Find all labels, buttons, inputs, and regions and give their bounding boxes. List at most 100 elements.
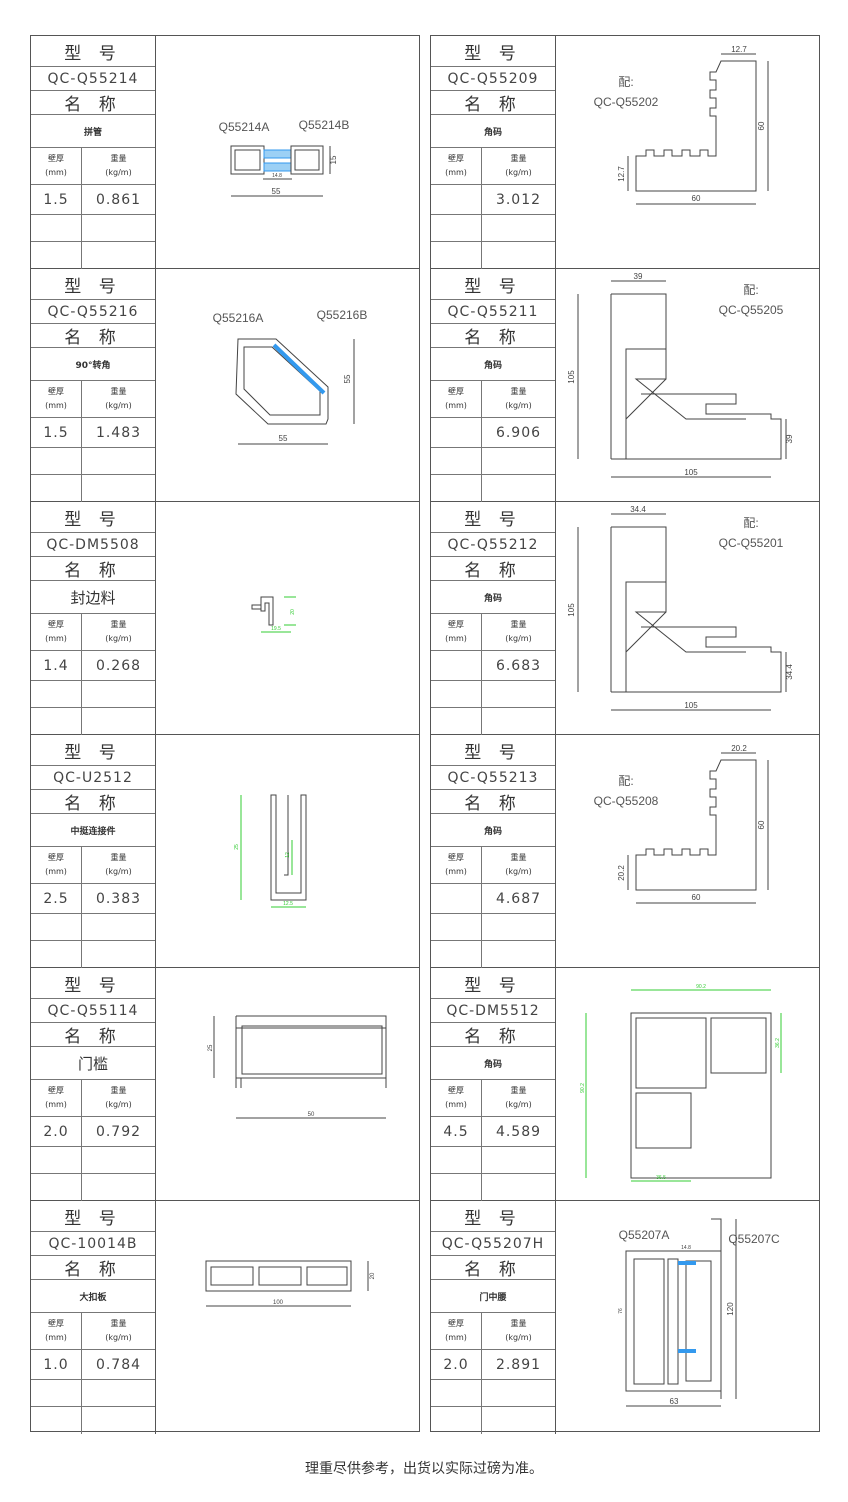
dimension-label: 90.2 <box>580 1083 586 1093</box>
weight-heading: 重量 <box>510 853 527 862</box>
weight-value: 0.784 <box>95 1356 142 1373</box>
weight-value: 0.792 <box>95 1123 142 1140</box>
spec-header: 壁厚(mm) 重量(kg/m) <box>31 614 155 651</box>
dimension-label: 12 <box>285 852 291 858</box>
model-heading: 型 号 <box>431 1201 555 1232</box>
product-cell: 型 号 QC-Q55216 名 称 90°转角 壁厚(mm) 重量(kg/m) … <box>31 269 419 502</box>
dimension-label: 105 <box>567 603 576 617</box>
empty-row <box>31 941 155 968</box>
footer-note: 理重尽供参考，出货以实际过磅为准。 <box>305 1461 543 1477</box>
empty-row <box>431 1147 555 1174</box>
spec-values: 2.0 0.792 <box>31 1117 155 1147</box>
empty-row <box>31 914 155 941</box>
product-name: 角码 <box>431 581 555 614</box>
product-name: 门中腰 <box>431 1280 555 1313</box>
spec-values: 1.4 0.268 <box>31 651 155 681</box>
dimension-label: 25 <box>234 844 240 850</box>
weight-unit: (kg/m) <box>505 867 532 876</box>
empty-row <box>431 914 555 941</box>
product-name: 拼管 <box>31 115 155 148</box>
weight-heading: 重量 <box>510 620 527 629</box>
model-code: QC-Q55207H <box>431 1232 555 1256</box>
model-code: QC-Q55213 <box>431 766 555 790</box>
thickness-value: 2.0 <box>431 1350 482 1379</box>
dimension-label: 12.7 <box>731 45 747 54</box>
empty-row <box>31 1174 155 1201</box>
dimension-label: 36.5 <box>656 1175 666 1181</box>
weight-unit: (kg/m) <box>505 1333 532 1342</box>
spec-values: 1.5 1.483 <box>31 418 155 448</box>
thickness-unit: (mm) <box>445 1100 467 1109</box>
product-cell: 型 号 QC-DM5508 名 称 封边料 壁厚(mm) 重量(kg/m) 1.… <box>31 502 419 735</box>
empty-row <box>31 1407 155 1434</box>
spec-table: 型 号 QC-Q55213 名 称 角码 壁厚(mm) 重量(kg/m) 4.6… <box>431 735 556 968</box>
spec-header: 壁厚(mm) 重量(kg/m) <box>431 381 555 418</box>
weight-unit: (kg/m) <box>105 401 132 410</box>
dimension-label: 50 <box>308 1112 315 1118</box>
part-tag: Q55214A <box>219 120 270 134</box>
spec-table: 型 号 QC-DM5512 名 称 角码 壁厚(mm) 重量(kg/m) 4.5… <box>431 968 556 1201</box>
model-heading: 型 号 <box>431 36 555 67</box>
model-heading: 型 号 <box>431 502 555 533</box>
model-heading: 型 号 <box>31 735 155 766</box>
spec-header: 壁厚(mm) 重量(kg/m) <box>431 614 555 651</box>
weight-heading: 重量 <box>110 387 127 396</box>
spec-values: 6.683 <box>431 651 555 681</box>
spec-header: 壁厚(mm) 重量(kg/m) <box>31 1313 155 1350</box>
empty-row <box>31 242 155 269</box>
dimension-label: 76 <box>618 1308 624 1314</box>
profile-drawing: 90.290.236.236.5 <box>580 984 782 1182</box>
name-heading: 名 称 <box>31 324 155 348</box>
product-name: 封边料 <box>31 581 155 614</box>
dimension-label: 14.8 <box>272 173 282 179</box>
thickness-value: 1.4 <box>31 651 82 680</box>
weight-unit: (kg/m) <box>505 401 532 410</box>
weight-heading: 重量 <box>110 1086 127 1095</box>
part-tag: Q55207C <box>728 1232 780 1246</box>
mate-label: 配: <box>743 283 758 297</box>
dimension-label: 100 <box>273 1300 284 1306</box>
thickness-heading: 壁厚 <box>448 853 464 862</box>
spec-values: 4.5 4.589 <box>431 1117 555 1147</box>
name-heading: 名 称 <box>31 91 155 115</box>
weight-unit: (kg/m) <box>105 1333 132 1342</box>
model-code: QC-Q55216 <box>31 300 155 324</box>
part-tag: Q55207A <box>619 1228 670 1242</box>
dimension-label: 15 <box>329 155 338 164</box>
weight-unit: (kg/m) <box>105 1100 132 1109</box>
weight-heading: 重量 <box>110 620 127 629</box>
thickness-heading: 壁厚 <box>448 1086 464 1095</box>
weight-value: 4.687 <box>495 890 542 907</box>
mate-label: QC-Q55202 <box>594 95 659 109</box>
mate-label: QC-Q55205 <box>719 303 784 317</box>
thickness-unit: (mm) <box>45 634 67 643</box>
dimension-label: 105 <box>684 468 698 477</box>
thickness-unit: (mm) <box>45 1333 67 1342</box>
dimension-label: 90.2 <box>696 984 706 990</box>
model-code: QC-Q55209 <box>431 67 555 91</box>
thickness-heading: 壁厚 <box>48 620 64 629</box>
weight-value: 3.012 <box>495 191 542 208</box>
thickness-heading: 壁厚 <box>448 1319 464 1328</box>
empty-row <box>431 1380 555 1407</box>
empty-row <box>31 708 155 735</box>
dimension-label: 34.4 <box>785 664 794 680</box>
empty-row <box>431 475 555 502</box>
thickness-unit: (mm) <box>445 634 467 643</box>
thickness-unit: (mm) <box>445 1333 467 1342</box>
spec-values: 2.0 2.891 <box>431 1350 555 1380</box>
empty-row <box>31 448 155 475</box>
name-heading: 名 称 <box>431 91 555 115</box>
weight-heading: 重量 <box>510 1086 527 1095</box>
product-name: 角码 <box>431 348 555 381</box>
